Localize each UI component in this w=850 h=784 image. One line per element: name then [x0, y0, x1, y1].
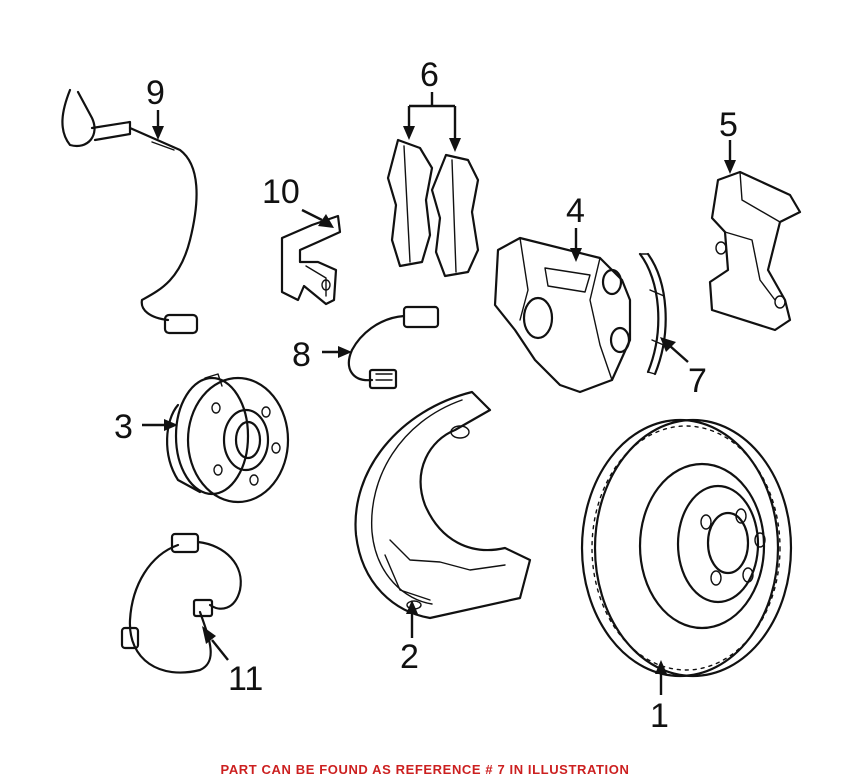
part-anti-rattle-spring	[638, 252, 667, 376]
callout-4: 4	[566, 192, 585, 230]
part-wheel-speed-sensor	[61, 88, 199, 335]
callout-10: 10	[262, 173, 300, 211]
part-brake-line-clip	[280, 214, 342, 306]
part-pad-wear-sensor	[347, 305, 440, 390]
callout-3: 3	[114, 408, 133, 446]
callout-8: 8	[292, 336, 311, 374]
callout-1: 1	[650, 697, 669, 735]
callout-11: 11	[228, 660, 263, 698]
part-brake-pads	[386, 138, 480, 278]
callout-2: 2	[400, 638, 419, 676]
callout-labels: 1 2 3 4 5 6 7 8 9 10 11	[114, 56, 738, 735]
part-splash-shield	[354, 390, 532, 620]
part-caliper-bracket	[708, 170, 802, 332]
leader-lines	[142, 92, 736, 695]
part-brake-rotor	[580, 418, 793, 678]
callout-7: 7	[688, 362, 707, 400]
callout-5: 5	[719, 106, 738, 144]
part-wheel-hub	[166, 373, 290, 504]
part-brake-hose	[120, 532, 242, 674]
part-brake-caliper	[493, 236, 632, 394]
callout-9: 9	[146, 74, 165, 112]
callout-6: 6	[420, 56, 439, 94]
reference-note: PART CAN BE FOUND AS REFERENCE # 7 IN IL…	[220, 762, 630, 777]
